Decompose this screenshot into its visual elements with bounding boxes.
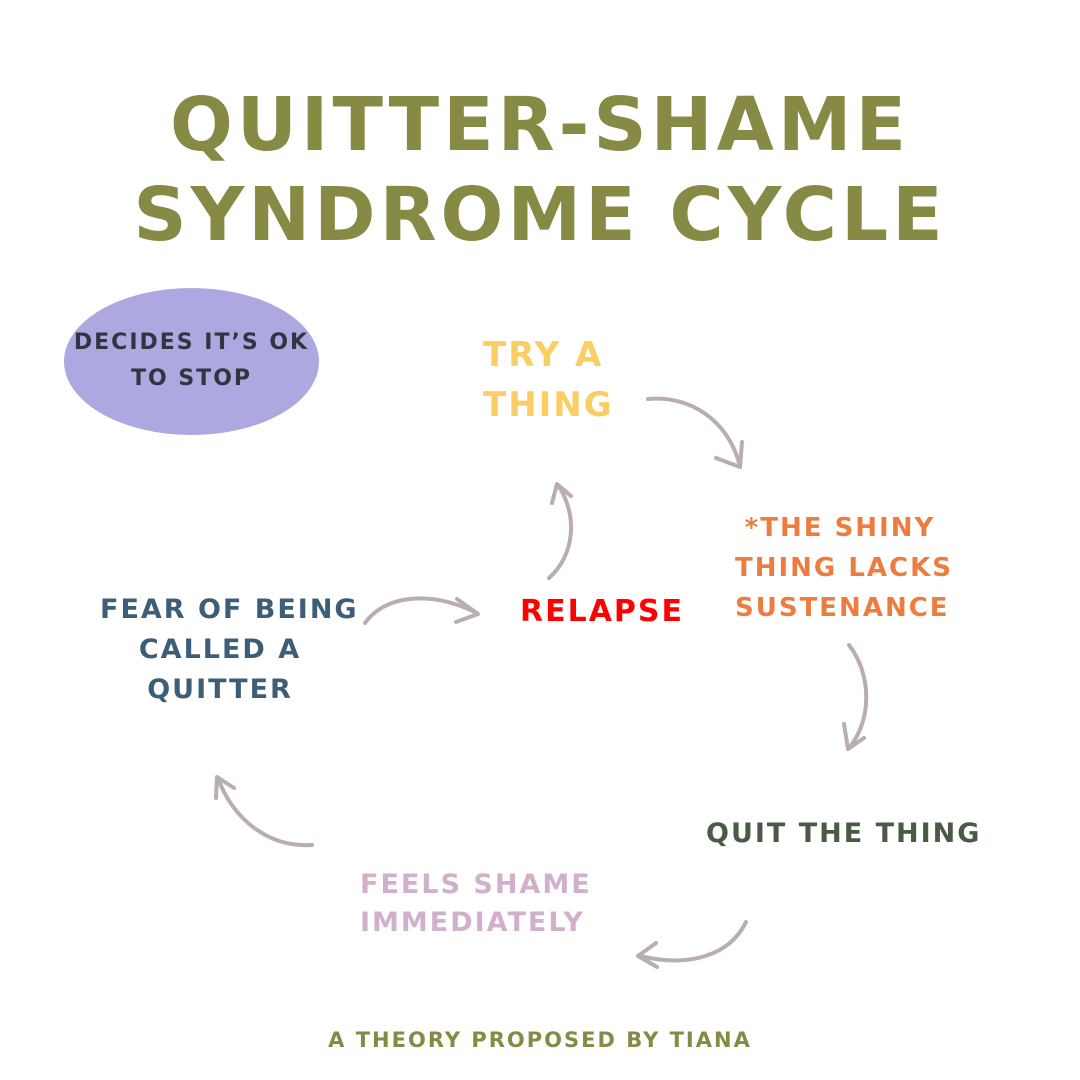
title-line-1: QUITTER-SHAME: [169, 82, 911, 168]
arrow-fear-to-relapse: [363, 596, 480, 625]
arrow-try-to-shiny: [646, 396, 744, 469]
arrow-quit-to-shame: [636, 920, 748, 969]
node-shiny-thing-lacks-sustenance: *THE SHINY THING LACKS SUSTENANCE: [735, 508, 953, 628]
shiny-line-1: *THE SHINY: [744, 513, 936, 543]
node-relapse: RELAPSE: [520, 594, 685, 629]
arrow-shame-to-fear: [214, 775, 314, 848]
try-line-1: TRY A: [483, 335, 604, 375]
arrow-relapse-to-try: [547, 482, 574, 580]
fear-line-2: CALLED A: [138, 634, 302, 665]
fear-line-1: FEAR OF BEING: [100, 594, 359, 625]
try-line-2: THING: [483, 385, 614, 425]
node-quit-the-thing: QUIT THE THING: [706, 818, 982, 849]
footer-credit: A THEORY PROPOSED BY TIANA: [328, 1028, 752, 1052]
decides-line-1: DECIDES IT’S OK: [73, 330, 310, 355]
shame-line-1: FEELS SHAME: [360, 869, 592, 900]
decides-line-2: TO STOP: [130, 366, 253, 391]
title-line-2: SYNDROME CYCLE: [133, 172, 947, 258]
decides-bubble: [64, 288, 319, 435]
shame-line-2: IMMEDIATELY: [360, 907, 585, 938]
shiny-line-2: THING LACKS: [735, 553, 953, 583]
node-feels-shame: FEELS SHAME IMMEDIATELY: [360, 866, 592, 942]
node-fear-of-being-called-quitter: FEAR OF BEING CALLED A QUITTER: [100, 590, 359, 710]
arrow-shiny-to-quit: [842, 643, 869, 751]
node-decides-ok-to-stop: DECIDES IT’S OK TO STOP: [64, 325, 319, 397]
fear-line-3: QUITTER: [147, 674, 293, 705]
node-try-a-thing: TRY A THING: [483, 330, 614, 430]
diagram-title: QUITTER-SHAME SYNDROME CYCLE: [0, 80, 1080, 260]
shiny-line-3: SUSTENANCE: [735, 593, 950, 623]
